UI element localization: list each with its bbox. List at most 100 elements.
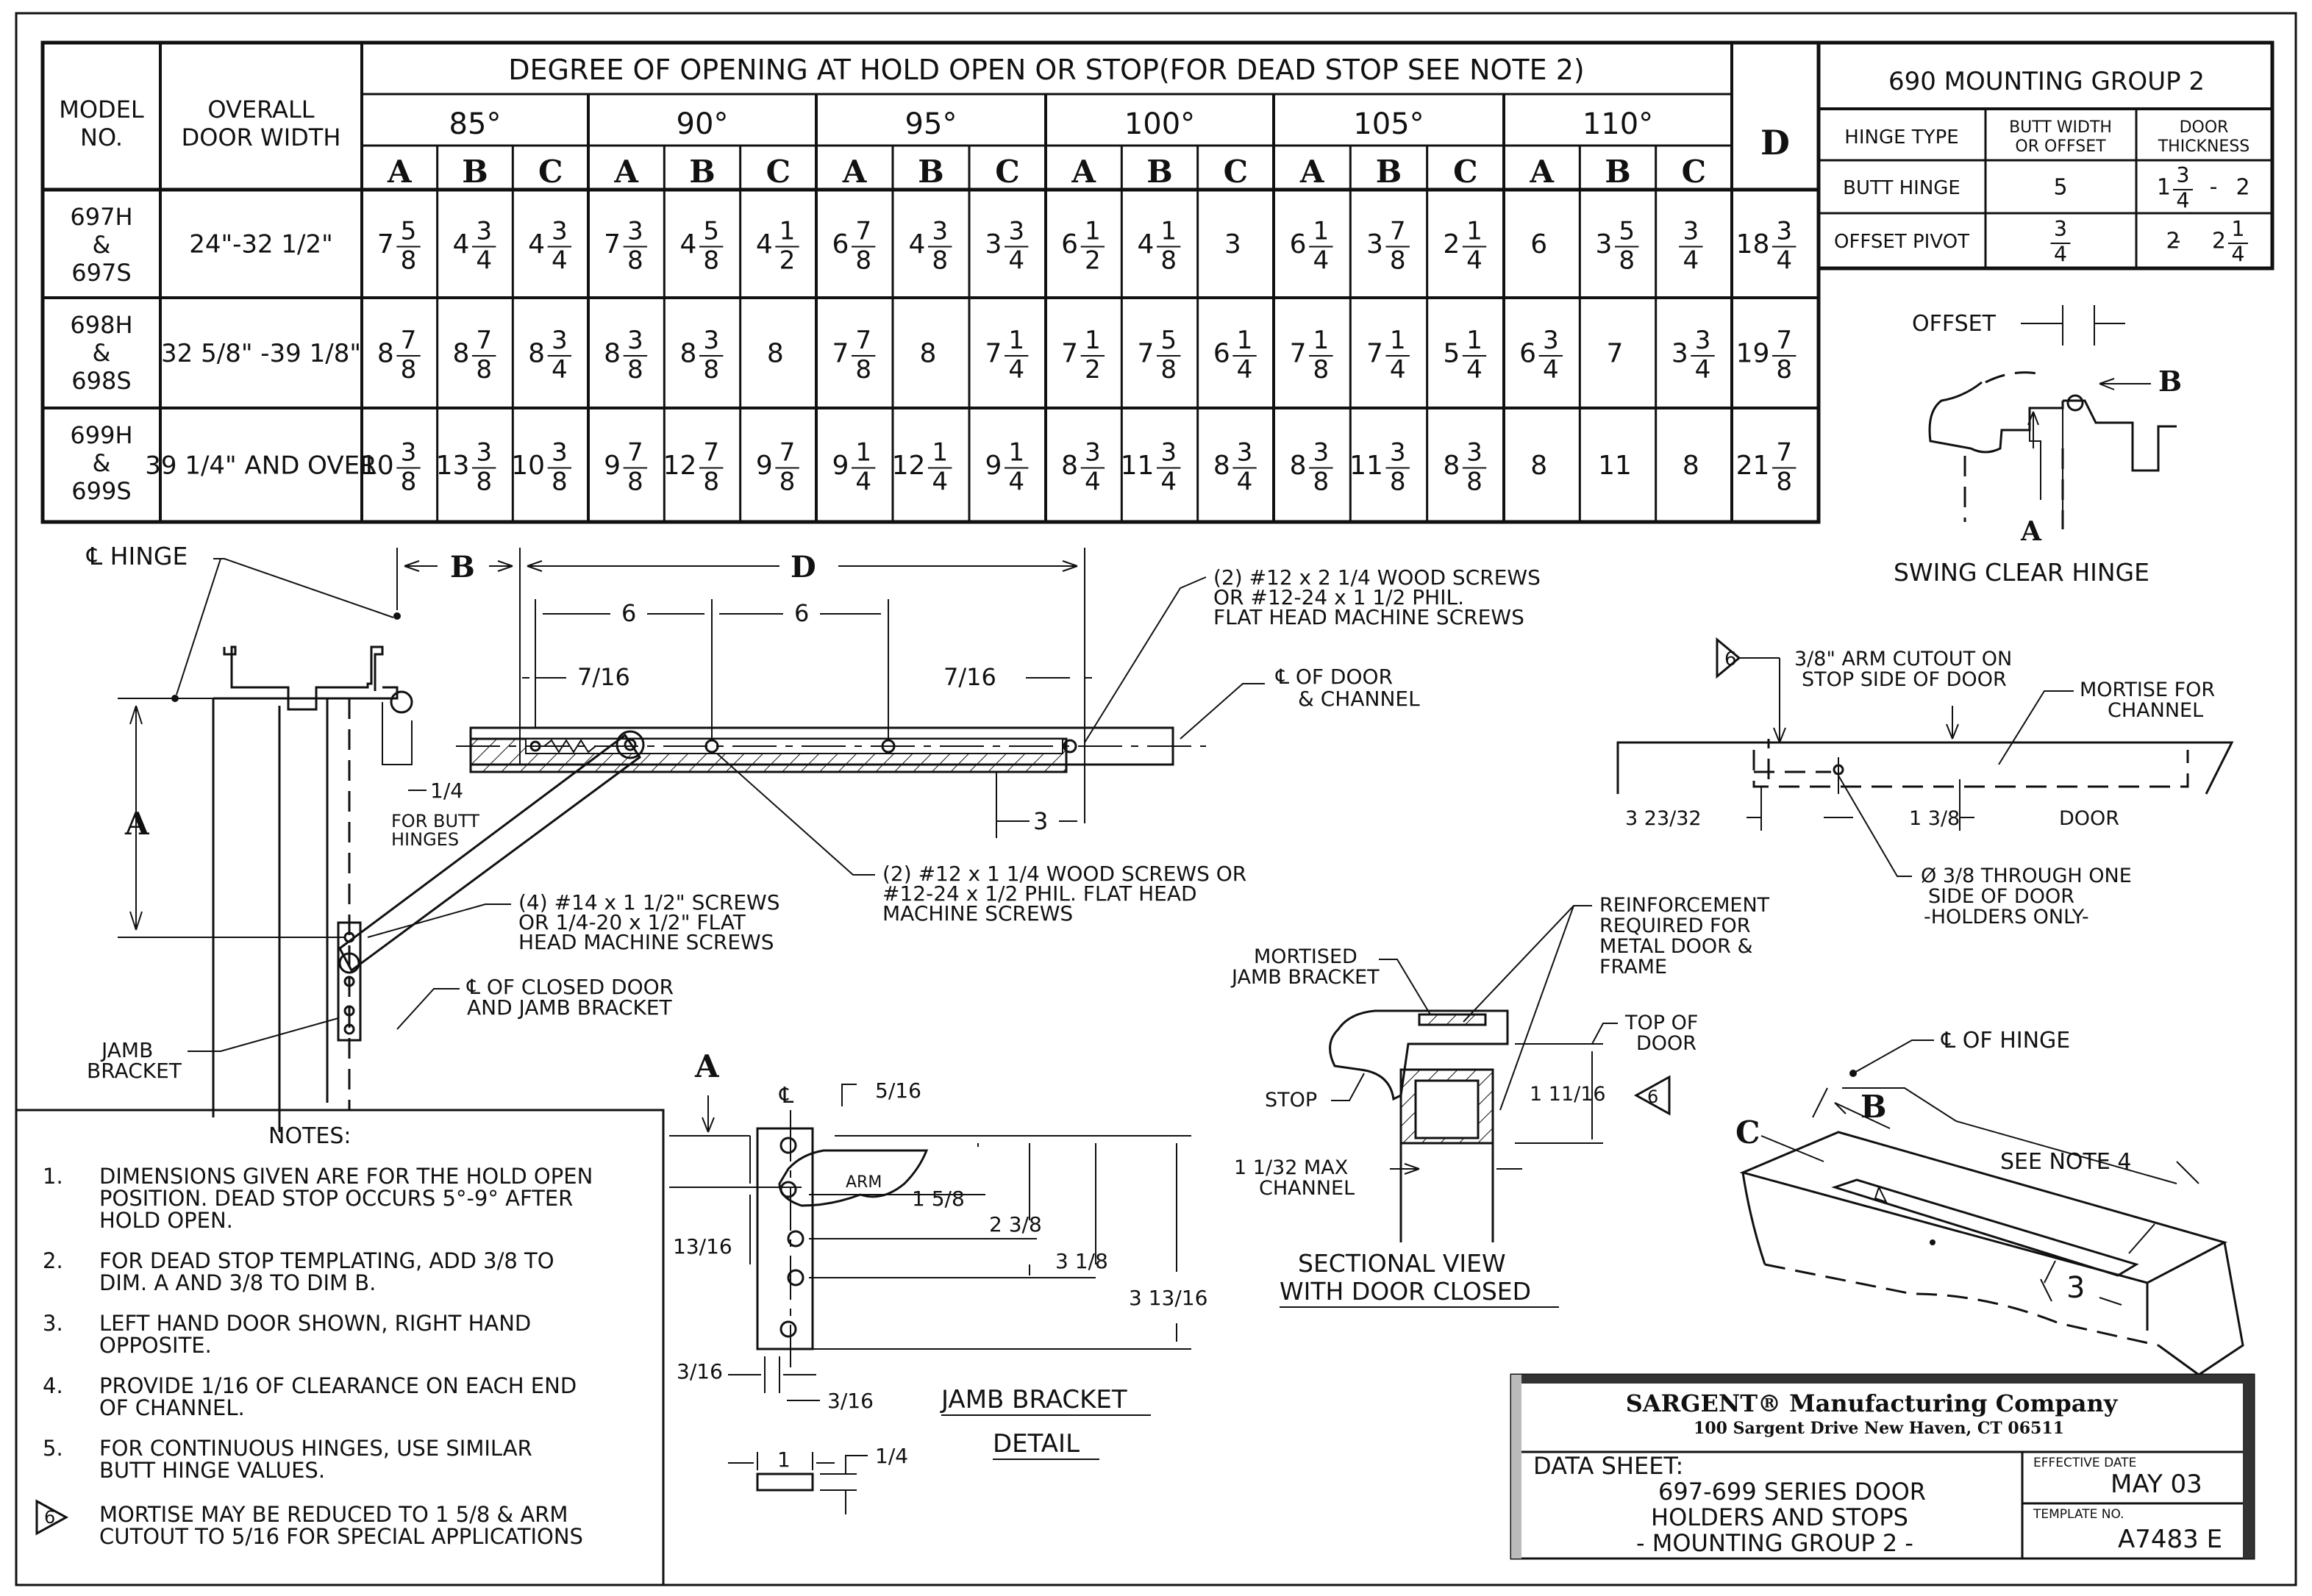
- svg-text:7: 7: [627, 438, 643, 468]
- svg-text:4: 4: [552, 246, 568, 276]
- mount-row-0-offset: 5: [2053, 175, 2067, 201]
- svg-text:7: 7: [604, 229, 621, 260]
- svg-text:8: 8: [1313, 468, 1329, 497]
- company-address: 100 Sargent Drive New Haven, CT 06511: [1694, 1419, 2064, 1438]
- note-5: 5.FOR CONTINUOUS HINGES, USE SIMILARBUTT…: [43, 1436, 532, 1483]
- svg-text:1: 1: [2231, 217, 2244, 241]
- svg-text:4: 4: [756, 229, 773, 260]
- svg-text:3: 3: [1160, 438, 1177, 468]
- sub-col-0-A: A: [387, 154, 413, 190]
- svg-text:2: 2: [2236, 175, 2249, 201]
- svg-text:8: 8: [679, 339, 696, 369]
- swing-clear-hinge-figure: OFFSET B A SWING CLEAR HINGE: [1894, 305, 2182, 587]
- svg-text:3: 3: [1085, 438, 1101, 468]
- sheet-line-2: HOLDERS AND STOPS: [1651, 1503, 1908, 1531]
- screws-mid-3: MACHINE SCREWS: [882, 901, 1073, 926]
- svg-text:6: 6: [1061, 229, 1078, 260]
- door-width-1: 32 5/8" -39 1/8": [161, 339, 361, 368]
- dim-3-13-16: 3 13/16: [1129, 1286, 1207, 1310]
- sub-col-2-C: C: [995, 154, 1019, 190]
- svg-text:8: 8: [627, 246, 643, 276]
- svg-text:2: 2: [2166, 229, 2180, 254]
- dim-1-11-16: 1 11/16: [1530, 1083, 1606, 1106]
- svg-text:FOR DEAD STOP TEMPLATING, ADD: FOR DEAD STOP TEMPLATING, ADD 3/8 TO: [99, 1248, 554, 1273]
- svg-text:1: 1: [1237, 326, 1253, 355]
- cl-closed-door-2: AND JAMB BRACKET: [467, 995, 673, 1020]
- svg-text:8: 8: [1390, 468, 1406, 497]
- svg-text:4: 4: [1313, 246, 1329, 276]
- svg-text:21: 21: [1736, 451, 1770, 481]
- hinge-isometric-figure: ℄ OF HINGE B SEE NOTE 4 C 3: [1735, 1028, 2244, 1376]
- section-note-num: 6: [1647, 1087, 1658, 1107]
- cell-2-17: 8: [1683, 451, 1699, 481]
- svg-text:3: 3: [1695, 326, 1711, 355]
- data-sheet-label: DATA SHEET:: [1533, 1452, 1683, 1480]
- svg-text:1: 1: [1085, 326, 1101, 355]
- sub-col-5-B: B: [1605, 154, 1631, 190]
- svg-text:1.: 1.: [43, 1164, 63, 1189]
- svg-text:1: 1: [1008, 438, 1024, 468]
- sub-col-3-B: B: [1146, 154, 1173, 190]
- svg-text:8: 8: [401, 246, 417, 276]
- stop-label: STOP: [1265, 1089, 1317, 1112]
- cl-door-channel-2: & CHANNEL: [1298, 687, 1420, 711]
- model-header-1: MODEL: [59, 96, 144, 124]
- svg-text:MORTISE MAY BE REDUCED TO 1 5/: MORTISE MAY BE REDUCED TO 1 5/8 & ARM: [99, 1502, 568, 1527]
- svg-text:4: 4: [1008, 468, 1024, 497]
- svg-text:3: 3: [476, 438, 492, 468]
- svg-text:7: 7: [985, 339, 1002, 369]
- mount-header-2a: DOOR: [2180, 118, 2229, 137]
- svg-text:HOLD OPEN.: HOLD OPEN.: [99, 1208, 233, 1233]
- note-4: 4.PROVIDE 1/16 OF CLEARANCE ON EACH ENDO…: [43, 1373, 577, 1420]
- svg-text:8: 8: [1290, 451, 1307, 481]
- svg-text:5: 5: [2053, 175, 2067, 201]
- sub-col-2-B: B: [918, 154, 944, 190]
- svg-text:7: 7: [779, 438, 796, 468]
- reinforcement-3: METAL DOOR &: [1599, 935, 1753, 958]
- cell-0-15: 6: [1530, 229, 1547, 260]
- svg-text:1: 1: [1466, 217, 1483, 246]
- svg-text:4: 4: [855, 468, 871, 497]
- svg-text:9: 9: [832, 451, 849, 481]
- svg-text:3: 3: [552, 438, 568, 468]
- arm-cutout-1: 3/8" ARM CUTOUT ON: [1794, 648, 2012, 670]
- mount-header-1a: BUTT WIDTH: [2009, 118, 2112, 137]
- effective-date-value: MAY 03: [2111, 1470, 2202, 1499]
- screws-top-2: OR #12-24 x 1 1/2 PHIL.: [1213, 585, 1464, 609]
- svg-text:4: 4: [679, 229, 696, 260]
- svg-text:2: 2: [779, 246, 796, 276]
- svg-text:3: 3: [932, 217, 948, 246]
- screws-jamb-3: HEAD MACHINE SCREWS: [518, 930, 774, 954]
- svg-text:4: 4: [552, 355, 568, 384]
- svg-text:8: 8: [377, 339, 394, 369]
- svg-text:7: 7: [1061, 339, 1078, 369]
- svg-text:7: 7: [1776, 326, 1792, 355]
- svg-text:DIMENSIONS GIVEN ARE FOR THE H: DIMENSIONS GIVEN ARE FOR THE HOLD OPEN: [99, 1164, 593, 1189]
- dim-3-23-32: 3 23/32: [1625, 807, 1702, 830]
- mortise-note-num: 6: [1724, 648, 1737, 670]
- mount-row-1-thick-a: 2: [2166, 229, 2180, 254]
- svg-text:3: 3: [1237, 438, 1253, 468]
- svg-text:9: 9: [985, 451, 1002, 481]
- max-channel-1: 1 1/32 MAX: [1234, 1156, 1348, 1179]
- svg-text:8: 8: [627, 355, 643, 384]
- svg-text:9: 9: [604, 451, 621, 481]
- svg-text:3: 3: [627, 326, 643, 355]
- title-block: SARGENT® Manufacturing Company 100 Sarge…: [1510, 1373, 2255, 1560]
- svg-text:6: 6: [1530, 229, 1547, 260]
- svg-text:12: 12: [892, 451, 926, 481]
- sub-col-1-B: B: [689, 154, 716, 190]
- cell-0-11: 3: [1224, 229, 1241, 260]
